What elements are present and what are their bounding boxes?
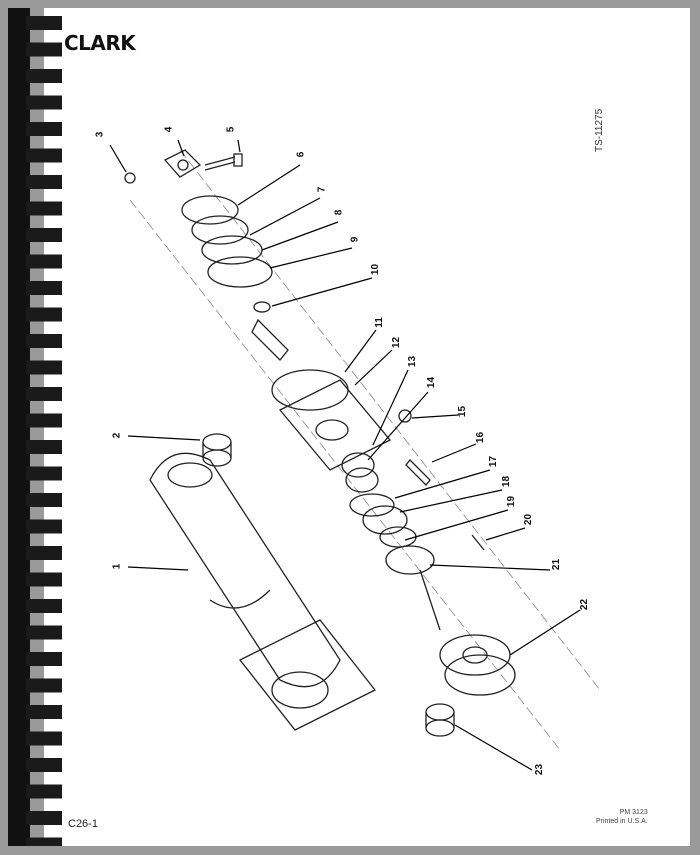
spiral-coil <box>26 69 62 83</box>
callout-3: 3 <box>94 131 106 138</box>
callout-23: 23 <box>534 763 546 776</box>
spiral-coil <box>26 201 62 216</box>
publication-number: PM 3123 <box>619 809 648 816</box>
spiral-coil <box>26 811 62 825</box>
callout-15: 15 <box>457 405 469 418</box>
spiral-coil <box>26 122 62 136</box>
callout-1: 1 <box>111 563 123 570</box>
spiral-coil <box>26 95 62 110</box>
spiral-coil <box>26 758 62 772</box>
callout-20: 20 <box>523 513 535 526</box>
spiral-coil <box>26 625 62 640</box>
callout-9: 9 <box>349 236 361 243</box>
callout-11: 11 <box>373 317 385 328</box>
callout-12: 12 <box>391 336 403 349</box>
part-nut <box>124 172 136 184</box>
spiral-coil <box>26 360 62 375</box>
spiral-coil <box>26 42 62 57</box>
spiral-coil <box>26 440 62 454</box>
callout-14: 14 <box>426 376 438 389</box>
callout-4: 4 <box>163 126 175 133</box>
spiral-coil <box>26 334 62 348</box>
spiral-coil <box>26 493 62 507</box>
spiral-coil <box>26 413 62 428</box>
callout-5: 5 <box>225 126 237 133</box>
callout-13: 13 <box>407 355 419 368</box>
spiral-coil <box>26 16 62 30</box>
spiral-coil <box>26 837 62 846</box>
spiral-coil <box>26 572 62 587</box>
callout-16: 16 <box>475 431 487 444</box>
spiral-coil <box>26 175 62 189</box>
spiral-coil <box>26 784 62 799</box>
spiral-coil <box>26 705 62 719</box>
spiral-coil <box>26 731 62 746</box>
clark-logo: CLARK <box>64 31 136 55</box>
callout-8: 8 <box>333 209 345 216</box>
spiral-coil <box>26 228 62 242</box>
spiral-coil <box>26 466 62 481</box>
spiral-coil <box>26 519 62 534</box>
page-label: C26-1 <box>68 818 98 830</box>
spiral-coil <box>26 546 62 560</box>
callout-6: 6 <box>295 151 307 158</box>
spiral-coil <box>26 387 62 401</box>
spiral-binding <box>8 8 62 846</box>
spiral-coil <box>26 148 62 163</box>
callout-7: 7 <box>316 186 328 193</box>
spiral-coil <box>26 678 62 693</box>
manual-page <box>44 8 690 846</box>
spiral-coil <box>26 254 62 269</box>
callout-17: 17 <box>488 455 500 468</box>
spiral-coil <box>26 599 62 613</box>
callout-22: 22 <box>579 598 591 611</box>
callout-2: 2 <box>111 432 123 439</box>
spiral-coil <box>26 652 62 666</box>
spiral-coil <box>26 281 62 295</box>
callout-10: 10 <box>370 263 382 276</box>
callout-18: 18 <box>501 475 513 488</box>
printed-in: Printed in U.S.A. <box>596 818 648 825</box>
spiral-coil <box>26 307 62 322</box>
callout-19: 19 <box>506 495 518 508</box>
publication-info: PM 3123 Printed in U.S.A. <box>596 808 648 826</box>
callout-21: 21 <box>551 558 563 571</box>
